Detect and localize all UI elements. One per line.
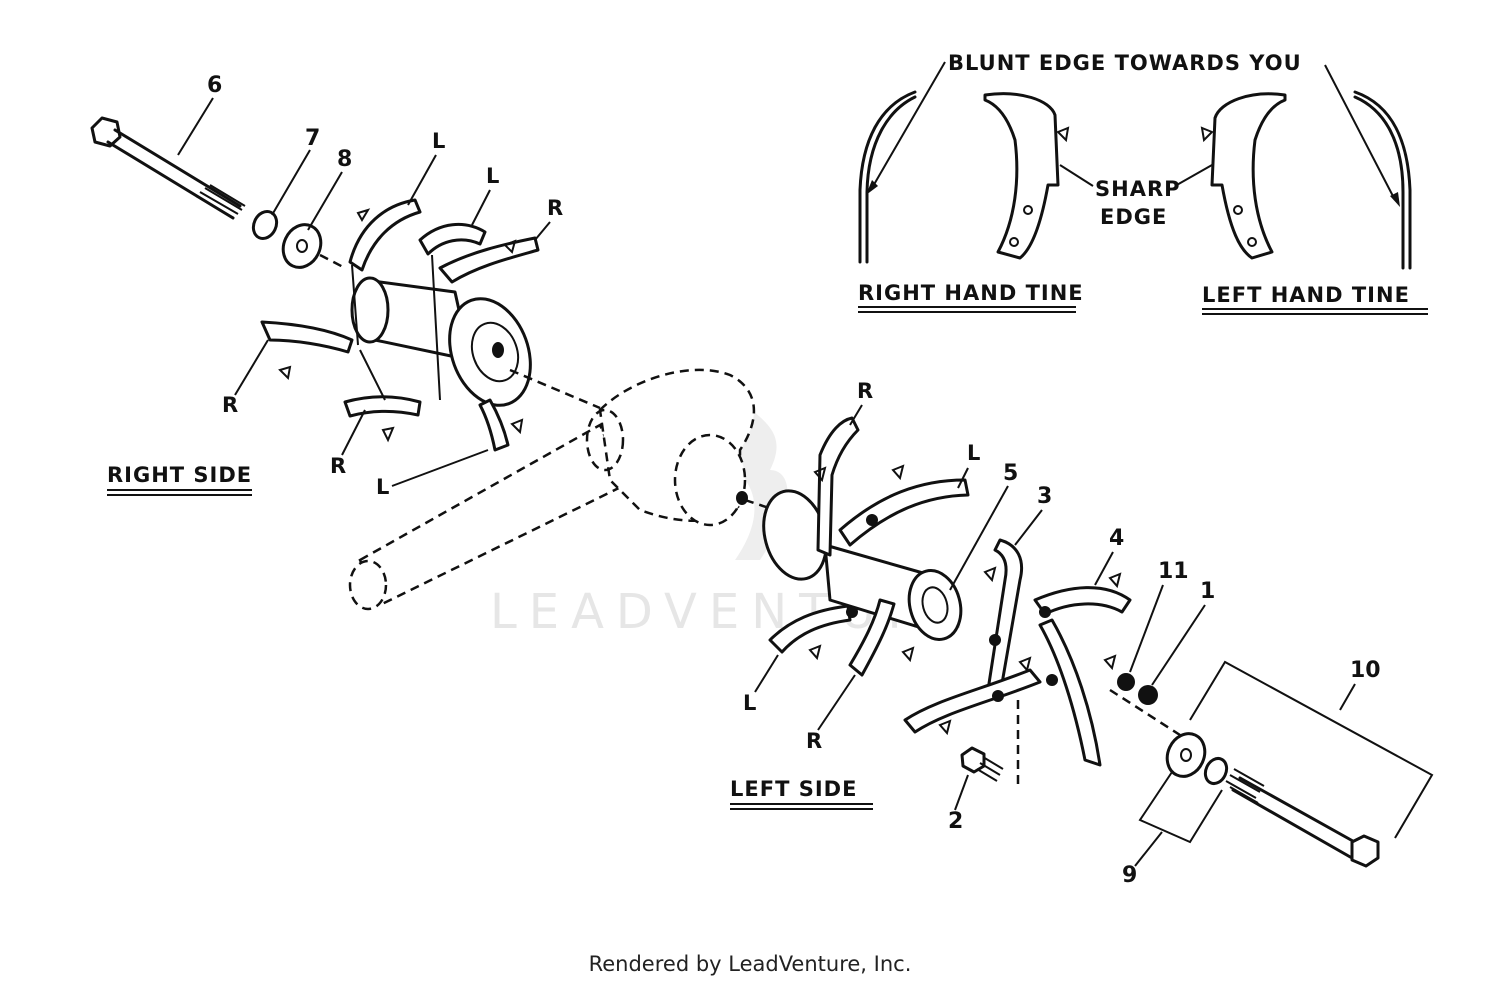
flat-washer-9 [1165, 732, 1207, 778]
callout-10: 10 [1350, 658, 1381, 683]
tine-letter-L: L [376, 475, 389, 499]
tine-right-upper-L [348, 198, 422, 272]
callout-4: 4 [1109, 526, 1124, 551]
tine-right-upper-R [438, 236, 540, 284]
left-side-label: LEFT SIDE [730, 777, 857, 801]
right-hand-tine-face [983, 92, 1060, 260]
lock-washer-9 [1203, 756, 1229, 786]
tine-detail: BLUNT EDGE TOWARDS YOU SHARP EDGE RIGHT … [858, 51, 1428, 315]
transmission-shaft [348, 368, 791, 611]
callout-5: 5 [1003, 461, 1018, 486]
bolt-2 [960, 746, 986, 774]
callout-3: 3 [1037, 484, 1052, 509]
sharp-edge-note-line1: SHARP [1095, 177, 1181, 201]
footer-credit: Rendered by LeadVenture, Inc. [588, 952, 912, 976]
blunt-edge-leader-left [871, 61, 946, 189]
tine-right-left-R [260, 320, 354, 354]
tine-right-lower-R [343, 395, 422, 418]
flat-washer-8 [281, 223, 323, 269]
tine-letter-L: L [486, 164, 499, 188]
tine-left-lower-R [848, 598, 896, 677]
callout-1: 1 [1200, 579, 1215, 604]
right-hand-tine-label: RIGHT HAND TINE [858, 281, 1084, 305]
tine-letter-L: L [743, 691, 756, 715]
tine-letter-R: R [806, 729, 822, 753]
tine-letter-L: L [967, 441, 980, 465]
left-hand-tine-side [1353, 90, 1412, 270]
callout-11: 11 [1158, 559, 1189, 584]
tine-right-lower-L [478, 398, 510, 452]
tine-letter-R: R [330, 454, 346, 478]
tine-left-upper-R [816, 416, 860, 557]
tine-left-upper-L [838, 478, 970, 547]
tine-left-4 [1033, 586, 1132, 616]
tine-letter-R: R [222, 393, 238, 417]
blunt-edge-note: BLUNT EDGE TOWARDS YOU [948, 51, 1302, 75]
right-side-assembly: 6 7 8 L L R R R L RIGHT SIDE [90, 73, 563, 499]
callout-6: 6 [207, 73, 222, 98]
left-side-assembly: 10 9 5 3 4 11 1 2 R L L R LEFT SIDE [730, 379, 1434, 888]
left-hand-tine-label: LEFT HAND TINE [1202, 283, 1410, 307]
blunt-edge-leader-right [1324, 64, 1396, 201]
right-side-label: RIGHT SIDE [107, 463, 252, 487]
tine-letter-L: L [432, 129, 445, 153]
left-hand-tine-face [1210, 92, 1287, 260]
callout-9: 9 [1122, 863, 1137, 888]
right-hand-tine-side [858, 90, 917, 264]
tine-left-3 [986, 538, 1024, 697]
bolt-head-6 [90, 116, 122, 148]
tine-letter-R: R [547, 196, 563, 220]
nut-11 [1117, 673, 1135, 691]
tine-letter-R: R [857, 379, 873, 403]
callout-8: 8 [337, 147, 352, 172]
bolt-head-10 [1350, 834, 1380, 868]
callout-2: 2 [948, 809, 963, 834]
lock-washer-7 [251, 209, 279, 241]
callout-7: 7 [305, 126, 320, 151]
sharp-edge-note-line2: EDGE [1100, 205, 1167, 229]
nut-1 [1138, 685, 1158, 705]
